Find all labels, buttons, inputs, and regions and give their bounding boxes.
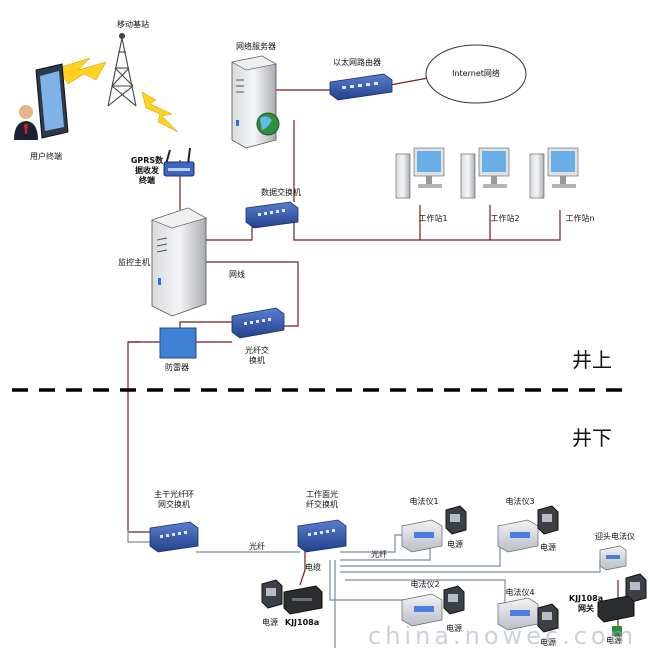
instrument-1-icon [401, 519, 443, 553]
watermark: china.nowec.com [368, 622, 637, 650]
cable-label: 电缆 [305, 563, 321, 572]
gprs-terminal-label: GPRS数 据收发 终端 [130, 156, 164, 185]
fiber-switch-icon [231, 307, 285, 339]
user-terminal-label: 用户终端 [30, 152, 62, 161]
instrument-head-label: 迎头电法仪 [595, 532, 635, 541]
instrument-2-icon [401, 593, 443, 627]
workstation-n-label: 工作站n [565, 214, 595, 223]
monitoring-host-label: 监控主机 [118, 258, 150, 267]
fiber-label-2: 光纤 [371, 550, 387, 559]
lightning-protector-label: 防雷器 [165, 363, 189, 372]
power-right-label: 电源 [606, 636, 622, 645]
power-supply-4-icon [537, 603, 559, 633]
power-4-label: 电源 [540, 638, 556, 647]
instrument-4-label: 电法仪4 [505, 588, 535, 597]
web-server-icon [231, 55, 280, 149]
instrument-1-label: 电法仪1 [409, 497, 439, 506]
web-server-label: 网络服务器 [236, 42, 276, 51]
lightning-protector-icon [159, 327, 197, 359]
kjj-label: KJJ108a [284, 618, 320, 627]
user-terminal-icon [14, 63, 69, 140]
workstation-2-label: 工作站2 [490, 214, 520, 223]
face-switch-icon [297, 519, 347, 553]
netline-label: 网线 [229, 270, 245, 279]
ethernet-router-icon [329, 73, 393, 101]
wireless-signal-icon [141, 91, 179, 133]
internet-label: Internet网络 [452, 69, 500, 78]
monitoring-host-icon [151, 207, 207, 317]
power-supply-2-icon [443, 585, 465, 615]
power-kjj-label: 电源 [262, 618, 278, 627]
above-ground-label: 井上 [572, 348, 612, 372]
face-switch-label: 工作面光 纤交换机 [306, 490, 338, 509]
copper-cables [127, 77, 561, 533]
underground-label: 井下 [572, 426, 612, 450]
power-module-green-icon [612, 626, 622, 636]
data-switch-label: 数据交换机 [261, 188, 301, 197]
kjj-gateway-label: KJJ108a 网关 [568, 594, 604, 613]
internet-cloud [425, 44, 527, 104]
router-label: 以太网路由器 [333, 58, 381, 67]
instrument-3-label: 电法仪3 [505, 497, 535, 506]
gprs-terminal-icon [163, 147, 195, 177]
workstation-1-label: 工作站1 [418, 214, 448, 223]
power-supply-3-icon [537, 505, 559, 535]
instrument-2-label: 电法仪2 [410, 580, 440, 589]
data-switch-icon [245, 201, 299, 229]
base-station-label: 移动基站 [117, 20, 149, 29]
fiber-label-1: 光纤 [249, 542, 265, 551]
workstation-1-icon [395, 147, 445, 199]
power-3-label: 电源 [540, 543, 556, 552]
ring-switch-label: 主干光纤环 网交换机 [154, 490, 194, 509]
power-2-label: 电源 [446, 624, 462, 633]
ring-switch-icon [149, 521, 199, 553]
workstation-n-icon [529, 147, 579, 199]
power-1-label: 电源 [447, 540, 463, 549]
power-supply-kjj-icon [261, 579, 283, 609]
cell-tower-icon [107, 32, 137, 107]
wireless-signal-icon [57, 57, 107, 85]
kjj-gateway-icon [283, 585, 323, 615]
power-supply-1-icon [445, 505, 467, 535]
instrument-3-icon [497, 519, 539, 553]
fiber-switch-label: 光纤交 换机 [245, 346, 269, 365]
instrument-head-icon [599, 545, 627, 571]
kjj-gateway-right-icon [597, 595, 635, 623]
workstation-2-icon [460, 147, 510, 199]
